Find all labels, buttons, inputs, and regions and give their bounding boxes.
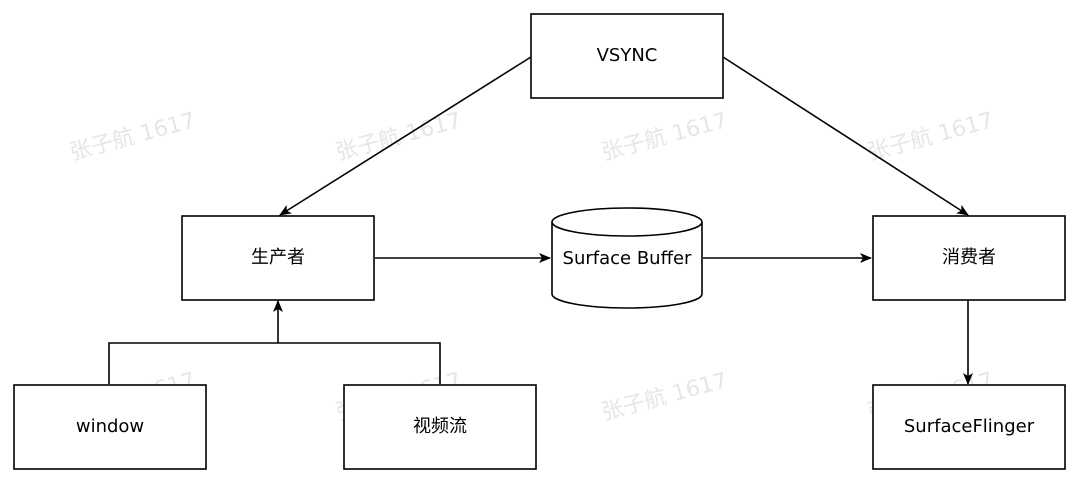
watermark: 张子航 1617 <box>599 368 730 426</box>
connectors <box>108 56 973 385</box>
node-video-stream-label: 视频流 <box>413 416 467 437</box>
node-surface-buffer-label: Surface Buffer <box>563 248 693 269</box>
node-producer: 生产者 <box>181 215 375 301</box>
watermark: 张子航 1617 <box>865 108 996 166</box>
watermark: 张子航 1617 <box>67 108 198 166</box>
edge-inputs-merge <box>108 342 441 384</box>
node-video-stream: 视频流 <box>343 384 537 470</box>
edge-vsync-to-producer <box>279 56 532 216</box>
watermark: 张子航 1617 <box>599 108 730 166</box>
node-surfaceflinger: SurfaceFlinger <box>872 384 1066 470</box>
watermark: 张子航 1617 <box>333 108 464 166</box>
node-producer-label: 生产者 <box>251 247 305 268</box>
node-consumer: 消费者 <box>872 215 1066 301</box>
node-window: window <box>13 384 207 470</box>
edge-vsync-to-consumer <box>722 56 969 216</box>
node-window-label: window <box>76 416 144 437</box>
node-surface-buffer: Surface Buffer <box>551 207 703 309</box>
node-surfaceflinger-label: SurfaceFlinger <box>904 416 1035 437</box>
node-consumer-label: 消费者 <box>942 247 996 268</box>
node-vsync: VSYNC <box>530 13 724 99</box>
node-vsync-label: VSYNC <box>597 45 658 66</box>
